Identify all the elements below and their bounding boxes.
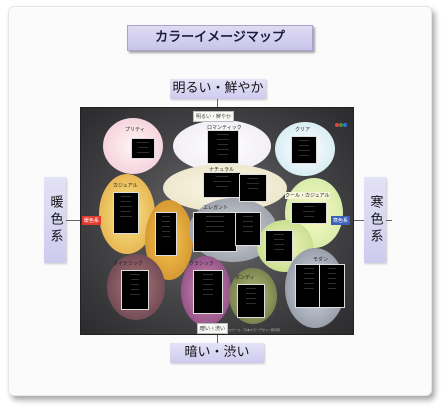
- word-box-dandy: ････････････････････: [237, 284, 265, 318]
- axis-label-left: 暖色系: [44, 177, 66, 263]
- group-title-classic: クラシック: [189, 261, 214, 267]
- group-title-natural: ナチュラル: [209, 167, 235, 173]
- connector-left: [66, 220, 81, 221]
- inner-label-right: 寒色系: [331, 216, 351, 225]
- axis-label-bottom: 暗い・渋い: [170, 343, 264, 363]
- group-title-romantic: ロマンティック: [207, 125, 242, 131]
- connector-top: [217, 99, 218, 108]
- group-title-modern: モダン: [313, 257, 329, 263]
- word-box-romantic: ････････････････････････････: [207, 130, 239, 164]
- diagram-title: カラーイメージマップ: [127, 25, 313, 51]
- word-box-elegant-right: ････････････････････: [235, 212, 261, 246]
- source-credit: 資料：カラーイメージスケール／日本カラーデザイン研究所: [199, 328, 280, 332]
- group-title-casual: カジュアル: [113, 183, 138, 189]
- color-image-map: 明るい・鮮やか 暗い・渋い 暖色系 寒色系 プリティ ロマンティック クリア ナ…: [80, 107, 354, 335]
- publisher-logo-icon: [335, 113, 347, 127]
- group-title-dandy: ダンディ: [235, 275, 255, 281]
- group-title-clear: クリア: [295, 127, 311, 133]
- word-box-warm-mid: ････････････････････: [155, 212, 177, 256]
- word-box-natural-right: ････････････････: [239, 174, 267, 202]
- inner-label-left: 暖色系: [82, 216, 102, 225]
- group-title-elegant: エレガント: [203, 205, 229, 211]
- word-box-natural-left: ･････････････････････: [203, 172, 241, 198]
- axis-label-top: 明るい・鮮やか: [170, 79, 266, 99]
- axis-label-right: 寒色系: [364, 177, 386, 263]
- group-title-pretty: プリティ: [125, 127, 145, 133]
- word-box-modern-right: ････････････････････: [319, 264, 345, 308]
- word-box-cool-casual: ････････････････: [291, 202, 327, 224]
- word-box-classic: ･････････････････････････: [193, 270, 223, 314]
- inner-label-bottom: 暗い・渋い: [197, 323, 229, 334]
- group-title-cool-casual: クール・カジュアル: [285, 192, 330, 199]
- connector-right-tail: [386, 220, 392, 221]
- connector-bottom: [217, 333, 218, 343]
- word-box-casual: ･･･････････････････････････: [113, 192, 139, 234]
- group-title-dynamic: ダイナミック: [113, 261, 143, 267]
- inner-label-top: 明るい・鮮やか: [193, 111, 235, 122]
- word-box-cool-mid: ････････････････････: [265, 230, 293, 262]
- connector-right: [352, 220, 364, 221]
- word-box-elegant-left: ････････････････････････････････････: [193, 212, 237, 252]
- word-box-clear: ･････････････････････: [291, 136, 317, 164]
- word-box-pretty: ･････････････････: [131, 138, 155, 159]
- word-box-dynamic: ･･････････････････････: [121, 270, 149, 310]
